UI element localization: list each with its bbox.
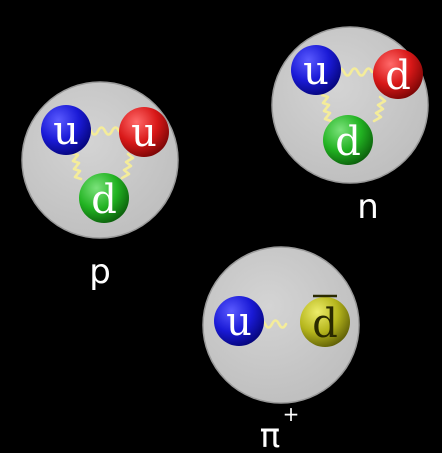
pion-charge-superscript: + <box>283 402 300 426</box>
neutron: u d d n <box>272 27 428 227</box>
proton: u u d p <box>22 82 178 292</box>
proton-quark-2-label: u <box>131 110 157 156</box>
neutron-quark-2-label: d <box>385 53 411 99</box>
proton-quark-3-label: d <box>91 177 117 223</box>
neutron-quark-3-label: d <box>335 119 361 165</box>
pion-label: π <box>260 416 280 453</box>
neutron-quark-1-label: u <box>303 48 329 94</box>
pion-quark-1-label: u <box>226 299 252 345</box>
proton-label: p <box>89 252 111 292</box>
neutron-label: n <box>357 187 379 227</box>
pion-antiquark-label: d <box>312 301 338 347</box>
pion-plus: u d π + <box>203 247 359 453</box>
proton-quark-1-label: u <box>53 108 79 154</box>
